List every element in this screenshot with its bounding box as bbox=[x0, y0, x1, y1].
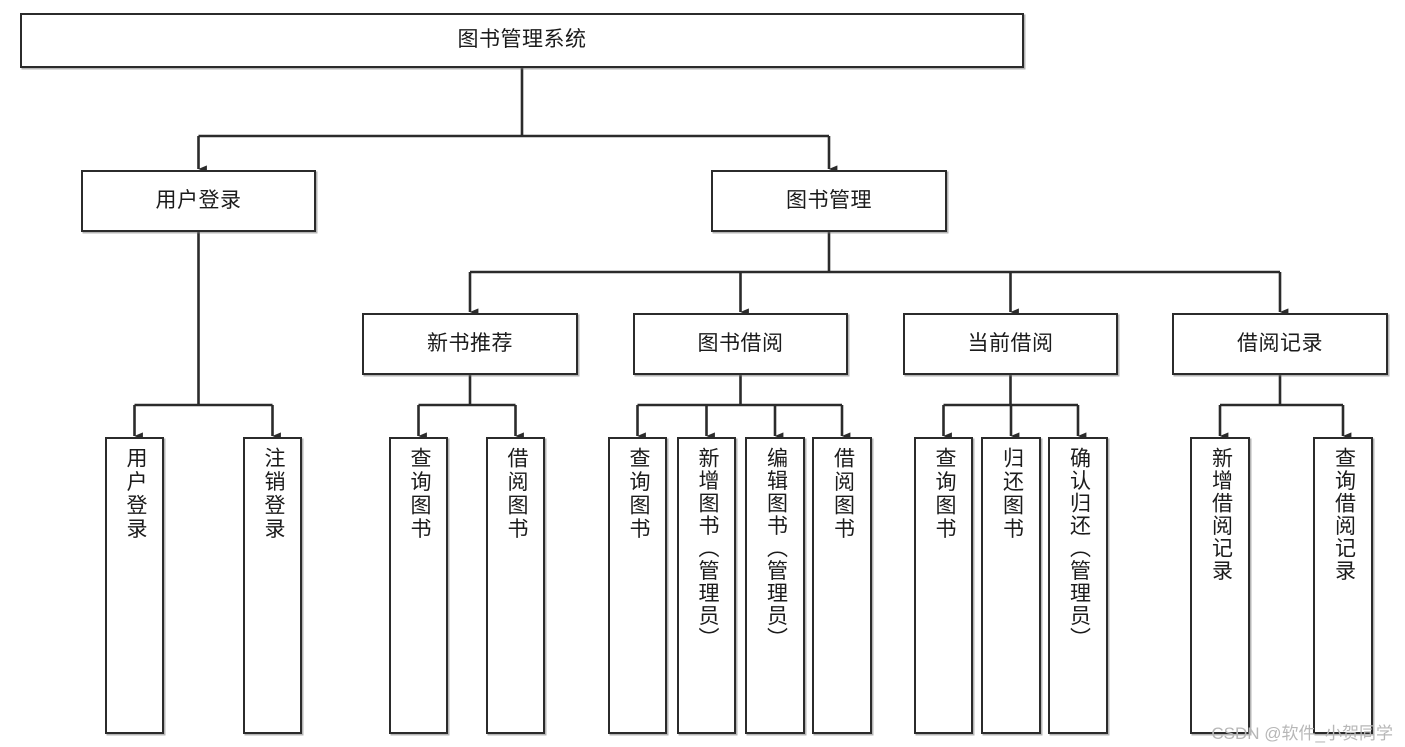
node-leaf-bb-add[interactable]: 新增图书（管理员） bbox=[677, 437, 736, 734]
node-leaf-cb-query[interactable]: 查询图书 bbox=[914, 437, 973, 734]
node-label: 新书推荐 bbox=[427, 331, 513, 355]
node-current-borrow[interactable]: 当前借阅 bbox=[903, 313, 1118, 375]
node-leaf-bb-edit[interactable]: 编辑图书（管理员） bbox=[745, 437, 805, 734]
node-label: 新增图书（管理员） bbox=[695, 447, 719, 650]
node-label: 归还图书 bbox=[1000, 447, 1024, 541]
node-leaf-br-query[interactable]: 查询借阅记录 bbox=[1313, 437, 1373, 734]
node-leaf-bb-borrow[interactable]: 借阅图书 bbox=[812, 437, 872, 734]
node-label: 注销登录 bbox=[261, 447, 285, 541]
node-label: 当前借阅 bbox=[967, 331, 1054, 355]
node-new-book-rec[interactable]: 新书推荐 bbox=[362, 313, 578, 375]
edge-group bbox=[133, 68, 1352, 440]
node-label: 新增借阅记录 bbox=[1209, 447, 1233, 582]
node-label: 用户登录 bbox=[155, 188, 242, 212]
node-label: 编辑图书（管理员） bbox=[764, 447, 788, 650]
node-book-manage[interactable]: 图书管理 bbox=[711, 170, 947, 232]
node-label: 用户登录 bbox=[123, 447, 147, 541]
node-label: 借阅图书 bbox=[831, 447, 855, 541]
node-book-borrow[interactable]: 图书借阅 bbox=[633, 313, 848, 375]
node-leaf-cb-return[interactable]: 归还图书 bbox=[981, 437, 1041, 734]
node-leaf-rec-query[interactable]: 查询图书 bbox=[389, 437, 448, 734]
node-label: 图书管理系统 bbox=[457, 28, 587, 52]
node-leaf-user-login[interactable]: 用户登录 bbox=[105, 437, 164, 734]
node-leaf-rec-borrow[interactable]: 借阅图书 bbox=[486, 437, 545, 734]
node-leaf-cb-confirm[interactable]: 确认归还（管理员） bbox=[1048, 437, 1108, 734]
node-label: 确认归还（管理员） bbox=[1067, 447, 1091, 650]
node-label: 查询借阅记录 bbox=[1332, 447, 1356, 582]
node-leaf-br-add[interactable]: 新增借阅记录 bbox=[1190, 437, 1250, 734]
node-label: 图书借阅 bbox=[697, 331, 784, 355]
node-label: 图书管理 bbox=[786, 188, 872, 212]
node-label: 借阅图书 bbox=[504, 447, 528, 541]
node-label: 查询图书 bbox=[932, 447, 956, 541]
node-label: 借阅记录 bbox=[1237, 331, 1323, 355]
node-leaf-bb-query[interactable]: 查询图书 bbox=[608, 437, 667, 734]
node-leaf-user-logout[interactable]: 注销登录 bbox=[243, 437, 302, 734]
node-root[interactable]: 图书管理系统 bbox=[20, 13, 1024, 68]
node-label: 查询图书 bbox=[407, 447, 431, 541]
node-label: 查询图书 bbox=[626, 447, 650, 541]
node-user-login[interactable]: 用户登录 bbox=[81, 170, 316, 232]
watermark-text: CSDN @软件_小贺同学 bbox=[1211, 724, 1393, 743]
node-borrow-record[interactable]: 借阅记录 bbox=[1172, 313, 1388, 375]
